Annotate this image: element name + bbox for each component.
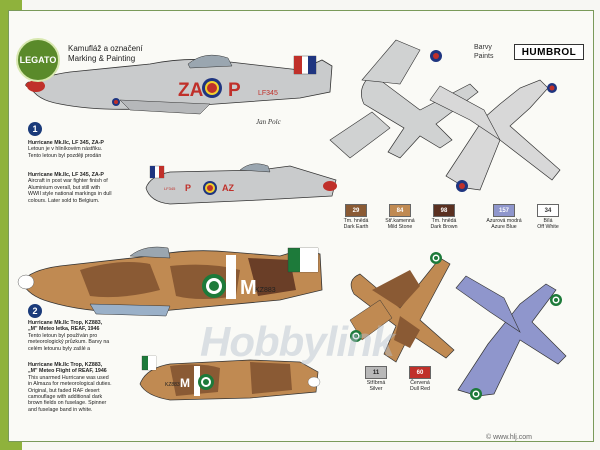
- version-2-body-cs: Tento letoun byl používán pro meteorolog…: [28, 332, 110, 352]
- version-1-number: 1: [28, 122, 42, 136]
- version-2-title-en: Hurricane Mk.IIc Trop, KZ883, „M" Meteo …: [28, 362, 107, 375]
- hobbylink-watermark: Hobbylink: [200, 318, 395, 365]
- svg-text:LF345: LF345: [164, 186, 176, 191]
- version-2-text-cs: Hurricane Mk.IIc Trop, KZ883, „M" Meteo …: [28, 320, 112, 352]
- version-1-body-en: Aircraft in post war fighter finish of A…: [28, 178, 112, 204]
- version-2-number: 2: [28, 304, 42, 318]
- svg-text:AZ: AZ: [222, 183, 234, 193]
- hurricane-lf345-plan-top: [329, 39, 479, 159]
- version-1-title-cs: Hurricane Mk.IIc, LF 345, ZA-P: [28, 140, 104, 146]
- serial-1: LF345: [258, 90, 278, 97]
- swatch-60-box: 60: [409, 366, 431, 379]
- version-2-body-en: This unarmed Hurricane was used in Almaz…: [28, 374, 112, 413]
- code-right-1: P: [228, 80, 241, 101]
- paints-label-en: Paints: [474, 53, 494, 60]
- serial-2: KZ883: [255, 287, 276, 294]
- title-czech: Kamufláž a označení: [68, 44, 143, 53]
- version-2-title-cs: Hurricane Mk.IIc Trop, KZ883, „M" Meteo …: [28, 320, 103, 333]
- svg-text:P: P: [185, 183, 191, 193]
- code-left-1: ZA: [178, 80, 204, 101]
- paints-label-cs: Barvy: [474, 44, 492, 51]
- title-english: Marking & Painting: [68, 54, 136, 63]
- code-2: M: [240, 277, 257, 299]
- version-1-text-cs: Hurricane Mk.IIc, LF 345, ZA-P Letoun je…: [28, 140, 112, 159]
- hurricane-kz883-side-small: M KZ883: [139, 355, 321, 401]
- swatch-84-box: 84: [389, 204, 411, 217]
- svg-text:KZ883: KZ883: [165, 382, 180, 388]
- version-1-title-en: Hurricane Mk.IIc, LF 345, ZA-P: [28, 172, 104, 178]
- hurricane-kz883-plan-top: [349, 252, 455, 363]
- version-1-body-cs: Letoun je v hliníkovém nástřiku. Tento l…: [28, 146, 103, 159]
- version-2-text-en: Hurricane Mk.IIc Trop, KZ883, „M" Meteo …: [28, 362, 112, 413]
- hurricane-lf345-side-large: [25, 54, 333, 115]
- hurricane-lf345-plan-bottom: [429, 79, 561, 192]
- hurricane-kz883-plan-bottom: [455, 275, 567, 400]
- version-1-text-en: Hurricane Mk.IIc, LF 345, ZA-P Aircraft …: [28, 172, 112, 204]
- swatch-157-box: 157: [493, 204, 515, 217]
- swatch-34-box: 34: [537, 204, 559, 217]
- paints-label: Barvy Paints: [474, 43, 493, 61]
- humbrol-brand: HUMBROL: [514, 44, 584, 60]
- swatch-29-box: 29: [345, 204, 367, 217]
- hurricane-kz883-side-large: [17, 246, 323, 317]
- legato-logo: LEGATO: [16, 38, 60, 82]
- swatch-11-box: 11: [365, 366, 387, 379]
- artist-signature: Jan Polc: [256, 118, 281, 126]
- swatch-98-box: 98: [433, 204, 455, 217]
- copyright-url: © www.hlj.com: [486, 434, 532, 441]
- svg-text:M: M: [180, 376, 190, 390]
- hurricane-lf345-side-small: P AZ LF345: [145, 163, 337, 205]
